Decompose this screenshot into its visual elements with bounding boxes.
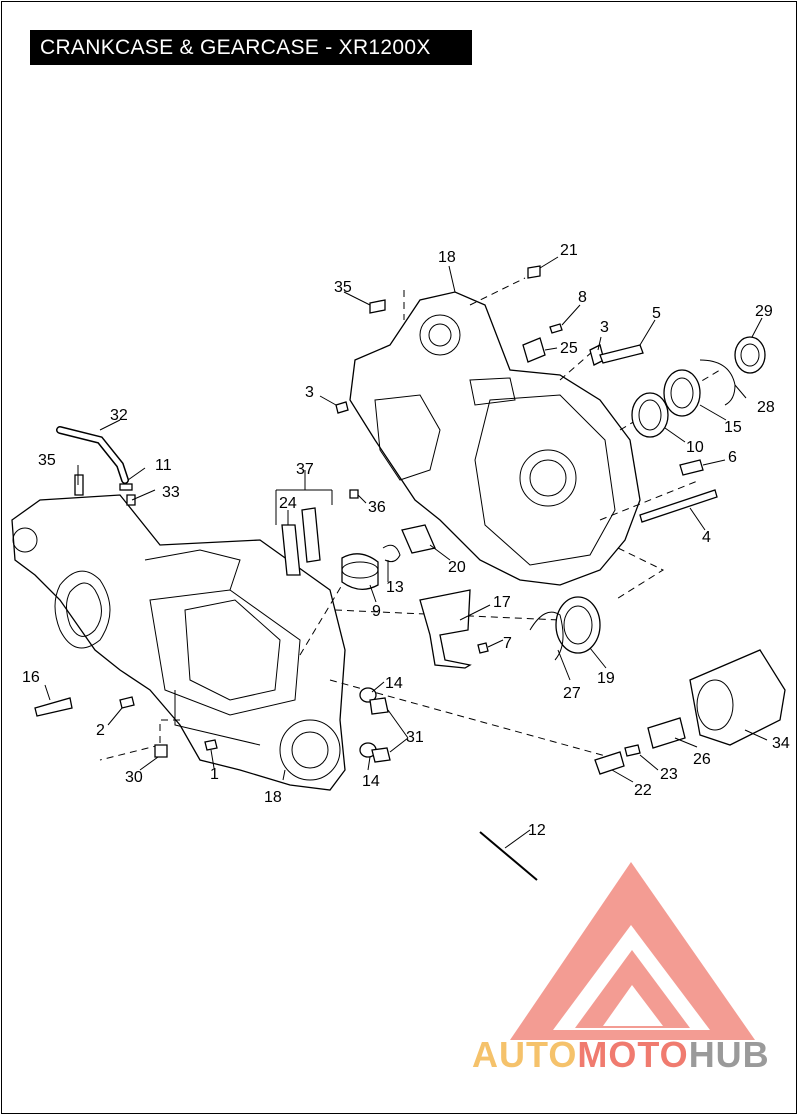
callout-3-top: 3 (600, 319, 609, 336)
seal-15 (663, 369, 701, 417)
plug-31-top (369, 697, 389, 715)
fitting-33 (126, 494, 136, 506)
breather-hose-32 (56, 426, 129, 484)
bearing-29 (734, 336, 766, 374)
screw-35-top (369, 299, 386, 314)
callout-1: 1 (210, 766, 219, 783)
callout-26: 26 (693, 751, 711, 768)
callout-32: 32 (110, 407, 128, 424)
callout-13: 13 (386, 579, 404, 596)
callout-36: 36 (368, 499, 386, 516)
callout-20: 20 (448, 559, 466, 576)
bolt-5 (599, 344, 644, 364)
dipstick-12 (479, 831, 538, 881)
dowel-3-left (335, 401, 349, 414)
stud-16 (34, 697, 73, 717)
callout-8: 8 (578, 289, 587, 306)
shim-10 (631, 392, 669, 438)
plate-17 (419, 589, 472, 669)
callout-18-bottom: 18 (264, 789, 282, 806)
brand-part-auto: AUTO (472, 1034, 578, 1075)
page-title: CRANKCASE & GEARCASE - XR1200X (30, 30, 472, 65)
adapter-26 (647, 717, 686, 749)
plate-24 (281, 524, 301, 576)
screw-7 (477, 642, 489, 654)
callout-28: 28 (757, 399, 775, 416)
callout-9: 9 (372, 603, 381, 620)
callout-25: 25 (560, 340, 578, 357)
callout-14-top: 14 (385, 675, 403, 692)
brand-logo-text: AUTOMOTOHUB (472, 1034, 770, 1076)
callout-35-left: 35 (38, 452, 56, 469)
callout-15: 15 (724, 419, 742, 436)
callout-11: 11 (155, 457, 172, 474)
callout-17: 17 (493, 594, 511, 611)
callout-3-left: 3 (305, 384, 314, 401)
callout-31: 31 (406, 729, 424, 746)
brand-part-hub: HUB (688, 1034, 770, 1075)
screw-36 (349, 489, 359, 499)
bolt-4 (639, 489, 718, 523)
retaining-ring-28 (699, 359, 736, 406)
bolt-6 (679, 459, 704, 476)
callout-5: 5 (652, 305, 661, 322)
bushing-20 (401, 524, 436, 554)
callout-21: 21 (560, 242, 578, 259)
plug-31-bottom (371, 747, 391, 763)
callout-27: 27 (563, 685, 581, 702)
brand-part-moto: MOTO (577, 1034, 689, 1075)
callout-2: 2 (96, 722, 105, 739)
right-crankcase-half (349, 291, 641, 586)
callout-6: 6 (728, 449, 737, 466)
callout-30: 30 (125, 769, 143, 786)
ring-27 (529, 611, 564, 661)
dowel-21 (527, 265, 541, 279)
gasket-25 (522, 337, 546, 363)
clamp-11 (119, 483, 133, 491)
callout-22: 22 (634, 782, 652, 799)
callout-35-top: 35 (334, 279, 352, 296)
callout-12: 12 (528, 822, 546, 839)
leader-lines (44, 256, 768, 849)
callout-18-top: 18 (438, 249, 456, 266)
screw-8 (549, 323, 563, 334)
callout-23: 23 (660, 766, 678, 783)
callout-10: 10 (686, 439, 704, 456)
callout-14-bottom: 14 (362, 773, 380, 790)
callout-4: 4 (702, 529, 711, 546)
dowel-1 (204, 739, 218, 751)
oil-filter-34 (689, 649, 786, 746)
spring-22 (594, 751, 625, 775)
callout-33: 33 (162, 484, 180, 501)
callout-19: 19 (597, 670, 615, 687)
ball-23 (624, 744, 641, 757)
screw-35-left (74, 474, 84, 496)
callout-24: 24 (279, 495, 297, 512)
callout-34: 34 (772, 735, 790, 752)
ring-13 (382, 544, 401, 563)
callout-16: 16 (22, 669, 40, 686)
plug-30 (154, 744, 168, 758)
watermark-logo (510, 862, 755, 1040)
callout-7: 7 (503, 635, 512, 652)
dowel-2 (119, 696, 135, 709)
left-crankcase-half (11, 494, 346, 791)
plate-37 (301, 507, 321, 563)
bushing-9 (341, 553, 379, 590)
bearing-19 (555, 596, 601, 654)
callout-37: 37 (296, 461, 314, 478)
callout-29: 29 (755, 303, 773, 320)
